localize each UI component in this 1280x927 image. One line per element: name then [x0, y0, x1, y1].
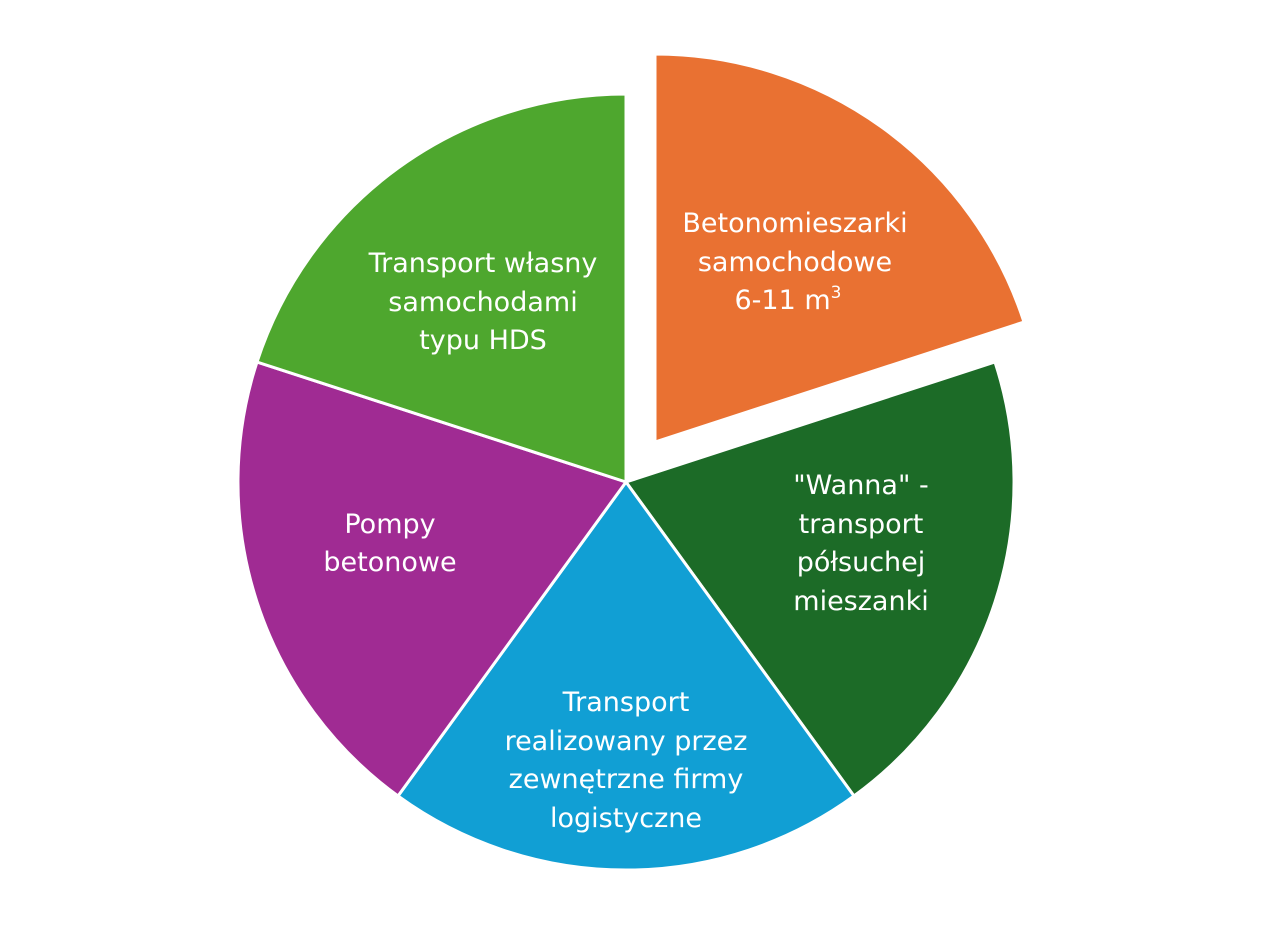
- slice-pompy-betonowe[interactable]: [236, 360, 629, 799]
- slice-betonomieszarki[interactable]: [653, 52, 1026, 445]
- label-line: samochodowe: [698, 247, 892, 278]
- slice-transport-wlasny[interactable]: [255, 92, 628, 485]
- label-line: zewnętrzne firmy: [509, 764, 744, 795]
- label-transport-wlasny: Transport własny samochodami typu HDS: [368, 248, 598, 356]
- label-line: transport: [799, 509, 924, 540]
- label-line: Betonomieszarki: [682, 208, 907, 239]
- label-line: "Wanna" -: [793, 470, 928, 501]
- slice-wanna[interactable]: [623, 360, 1016, 799]
- label-line: Pompy: [344, 509, 435, 540]
- label-line: Transport własny: [368, 248, 598, 279]
- label-line: typu HDS: [419, 325, 547, 356]
- label-line: półsuchej: [797, 547, 926, 578]
- label-line: Transport: [562, 687, 690, 718]
- slice-zewnetrzne-firmy[interactable]: [395, 479, 857, 872]
- label-zewnetrzne-firmy: Transport realizowany przez zewnętrzne f…: [505, 687, 748, 834]
- label-wanna: "Wanna" - transport półsuchej mieszanki: [793, 470, 928, 617]
- label-line: realizowany przez: [505, 726, 748, 757]
- label-line: mieszanki: [793, 586, 928, 617]
- label-betonomieszarki: Betonomieszarki samochodowe 6-11 m3: [682, 208, 907, 316]
- label-line: 6-11 m3: [735, 283, 842, 316]
- label-line: betonowe: [323, 547, 456, 578]
- label-line: logistyczne: [550, 803, 702, 834]
- label-pompy-betonowe: Pompy betonowe: [323, 509, 456, 578]
- label-line: samochodami: [388, 287, 577, 318]
